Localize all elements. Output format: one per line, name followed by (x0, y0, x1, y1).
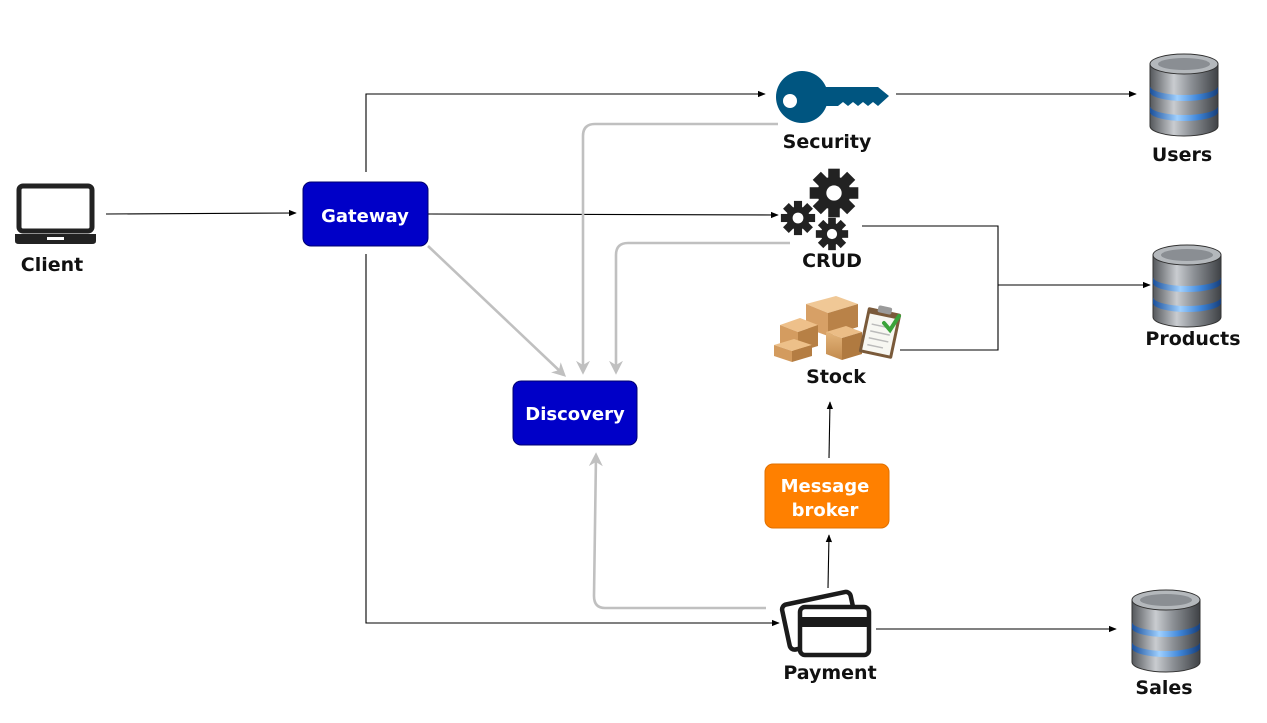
arrow-gateway-security (365, 90, 766, 172)
arrow-client-gateway (105, 209, 297, 217)
crud-node: CRUD (780, 168, 862, 272)
products-db-label: Products (1145, 328, 1240, 350)
stock-node: Stock (774, 296, 902, 388)
key-icon (776, 71, 889, 123)
arrow-payment-discovery (588, 452, 766, 610)
database-icon (1149, 53, 1219, 137)
security-node: Security (776, 71, 889, 153)
discovery-box: Discovery (512, 380, 638, 446)
message-broker-label-line2: broker (792, 500, 859, 521)
crud-label: CRUD (802, 250, 862, 272)
message-broker-box: Message broker (764, 463, 890, 529)
payment-label: Payment (783, 662, 876, 684)
client-label: Client (21, 254, 83, 276)
arrow-crud-discovery (609, 241, 790, 375)
security-label: Security (783, 131, 872, 153)
arrow-payment-broker (825, 534, 833, 589)
gateway-label: Gateway (321, 206, 409, 227)
payment-node: Payment (779, 589, 877, 684)
gateway-box: Gateway (302, 181, 429, 247)
arrow-gateway-payment (365, 254, 780, 627)
sales-db-label: Sales (1135, 677, 1192, 699)
database-icon (1152, 244, 1222, 328)
arrow-security-discovery (576, 122, 778, 375)
sales-db-node: Sales (1131, 589, 1201, 699)
line-crud-products (862, 225, 999, 351)
arrow-gateway-discovery (427, 245, 567, 377)
credit-cards-icon (779, 589, 872, 658)
discovery-label: Discovery (525, 404, 625, 425)
users-db-node: Users (1149, 53, 1219, 166)
arrow-gateway-crud (427, 211, 779, 219)
users-db-label: Users (1152, 144, 1212, 166)
database-icon (1131, 589, 1201, 673)
products-db-node: Products (1145, 244, 1241, 350)
computer-icon (15, 183, 96, 244)
client-node: Client (15, 183, 96, 276)
message-broker-label-line1: Message (781, 476, 870, 497)
arrow-broker-stock (826, 401, 834, 459)
boxes-clipboard-icon (774, 296, 902, 362)
stock-label: Stock (806, 366, 866, 388)
gears-icon (780, 168, 859, 251)
